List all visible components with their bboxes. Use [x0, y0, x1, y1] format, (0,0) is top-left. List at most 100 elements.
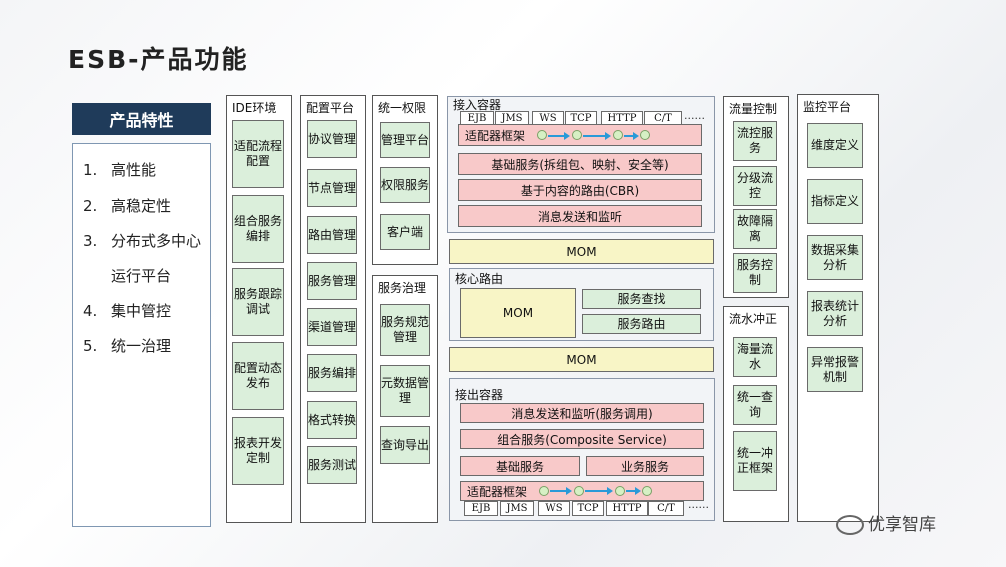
watermark-logo: 优享智库	[836, 510, 936, 535]
protocol-label: EJB	[460, 111, 494, 125]
config-item: 服务管理	[307, 262, 357, 300]
ide-item: 报表开发定制	[232, 417, 284, 485]
protocol-label: C/T	[644, 111, 682, 125]
chat-bubble-icon	[836, 515, 864, 535]
flow-item: 分级流控	[733, 166, 777, 206]
features-header: 产品特性	[72, 103, 211, 135]
feature-item: 2.高稳定性	[83, 197, 172, 215]
flow-control-column: 流量控制 流控服务 分级流控 故障隔离 服务控制	[723, 96, 789, 298]
protocol-label: WS	[538, 501, 570, 516]
config-title: 配置平台	[306, 101, 355, 115]
protocol-more: ......	[688, 498, 709, 511]
flow-node-icon	[615, 486, 625, 496]
feature-item: 运行平台	[111, 267, 172, 285]
flow-title: 流量控制	[729, 102, 778, 116]
monitor-title: 监控平台	[803, 100, 852, 114]
reversal-item: 统一冲正框架	[733, 431, 777, 491]
mom-bar: MOM	[449, 239, 714, 264]
feature-item: 1.高性能	[83, 161, 157, 179]
config-item: 服务编排	[307, 354, 357, 392]
config-item: 节点管理	[307, 169, 357, 207]
protocol-label: JMS	[495, 111, 529, 125]
outbound-composite: 组合服务(Composite Service)	[460, 429, 704, 449]
feature-item: 5.统一治理	[83, 337, 172, 355]
reversal-title: 流水冲正	[729, 312, 778, 326]
flow-node-icon	[537, 130, 547, 140]
flow-node-icon	[574, 486, 584, 496]
governance-item: 服务规范管理	[380, 304, 430, 356]
inbound-cbr: 基于内容的路由(CBR)	[458, 179, 702, 201]
governance-title: 服务治理	[378, 281, 427, 295]
adapter-label: 适配器框架	[467, 484, 528, 499]
protocol-label: HTTP	[601, 111, 643, 125]
flow-arrow-icon	[624, 132, 639, 140]
flow-node-icon	[539, 486, 549, 496]
inbound-messaging: 消息发送和监听	[458, 205, 702, 227]
ide-title: IDE环境	[232, 101, 277, 115]
outbound-container: 接出容器 消息发送和监听(服务调用) 组合服务(Composite Servic…	[449, 378, 715, 521]
governance-column: 服务治理 服务规范管理 元数据管理 查询导出	[372, 275, 438, 523]
flow-arrow-icon	[548, 132, 570, 140]
auth-title: 统一权限	[378, 101, 427, 115]
monitor-item: 异常报警机制	[807, 347, 863, 392]
flow-arrow-icon	[585, 487, 613, 495]
governance-item: 查询导出	[380, 426, 430, 464]
adapter-label: 适配器框架	[465, 128, 526, 143]
flow-item: 故障隔离	[733, 209, 777, 249]
reversal-column: 流水冲正 海量流水 统一查询 统一冲正框架	[723, 306, 789, 522]
monitor-item: 指标定义	[807, 179, 863, 224]
outbound-messaging: 消息发送和监听(服务调用)	[460, 403, 704, 423]
protocol-label: TCP	[572, 501, 604, 516]
protocol-label: JMS	[500, 501, 534, 516]
inbound-basic-service: 基础服务(拆组包、映射、安全等)	[458, 153, 702, 175]
flow-arrow-icon	[626, 487, 641, 495]
config-item: 路由管理	[307, 216, 357, 254]
features-list: 1.高性能 2.高稳定性 3.分布式多中心 运行平台 4.集中管控 5.统一治理	[72, 143, 211, 527]
service-lookup: 服务查找	[582, 289, 701, 309]
inbound-container: 接入容器 EJB JMS WS TCP HTTP C/T ...... 适配器框…	[447, 96, 715, 233]
protocol-label: WS	[532, 111, 564, 125]
flow-item: 流控服务	[733, 121, 777, 161]
config-item: 协议管理	[307, 120, 357, 158]
config-item: 格式转换	[307, 401, 357, 439]
outbound-title: 接出容器	[455, 388, 504, 402]
reversal-item: 统一查询	[733, 385, 777, 425]
governance-item: 元数据管理	[380, 365, 430, 417]
feature-item: 4.集中管控	[83, 302, 172, 320]
ide-column: IDE环境 适配流程配置 组合服务编排 服务跟踪调试 配置动态发布 报表开发定制	[226, 95, 292, 523]
monitor-item: 数据采集分析	[807, 235, 863, 280]
flow-node-icon	[642, 486, 652, 496]
service-route: 服务路由	[582, 314, 701, 334]
config-item: 服务测试	[307, 446, 357, 484]
reversal-item: 海量流水	[733, 337, 777, 377]
protocol-label: C/T	[648, 501, 684, 516]
config-column: 配置平台 协议管理 节点管理 路由管理 服务管理 渠道管理 服务编排 格式转换 …	[300, 95, 366, 523]
outbound-basic-service: 基础服务	[460, 456, 580, 476]
auth-column: 统一权限 管理平台 权限服务 客户端	[372, 95, 438, 265]
flow-node-icon	[613, 130, 623, 140]
protocol-label: EJB	[464, 501, 498, 516]
monitor-item: 维度定义	[807, 123, 863, 168]
ide-item: 组合服务编排	[232, 195, 284, 263]
protocol-label: HTTP	[606, 501, 648, 516]
core-routing: 核心路由 MOM 服务查找 服务路由	[449, 268, 714, 341]
flow-arrow-icon	[583, 132, 611, 140]
core-mom: MOM	[460, 288, 576, 338]
flow-item: 服务控制	[733, 253, 777, 293]
mom-bar: MOM	[449, 347, 714, 372]
auth-item: 管理平台	[380, 122, 430, 158]
page-title: ESB-产品功能	[68, 45, 249, 74]
flow-node-icon	[572, 130, 582, 140]
config-item: 渠道管理	[307, 308, 357, 346]
ide-item: 适配流程配置	[232, 120, 284, 188]
ide-item: 配置动态发布	[232, 342, 284, 410]
auth-item: 客户端	[380, 214, 430, 250]
feature-item: 3.分布式多中心	[83, 232, 202, 250]
monitor-column: 监控平台 维度定义 指标定义 数据采集分析 报表统计分析 异常报警机制	[797, 94, 879, 522]
protocol-label: TCP	[565, 111, 597, 125]
inbound-title: 接入容器	[453, 98, 502, 112]
ide-item: 服务跟踪调试	[232, 268, 284, 336]
monitor-item: 报表统计分析	[807, 291, 863, 336]
flow-arrow-icon	[550, 487, 572, 495]
auth-item: 权限服务	[380, 167, 430, 203]
